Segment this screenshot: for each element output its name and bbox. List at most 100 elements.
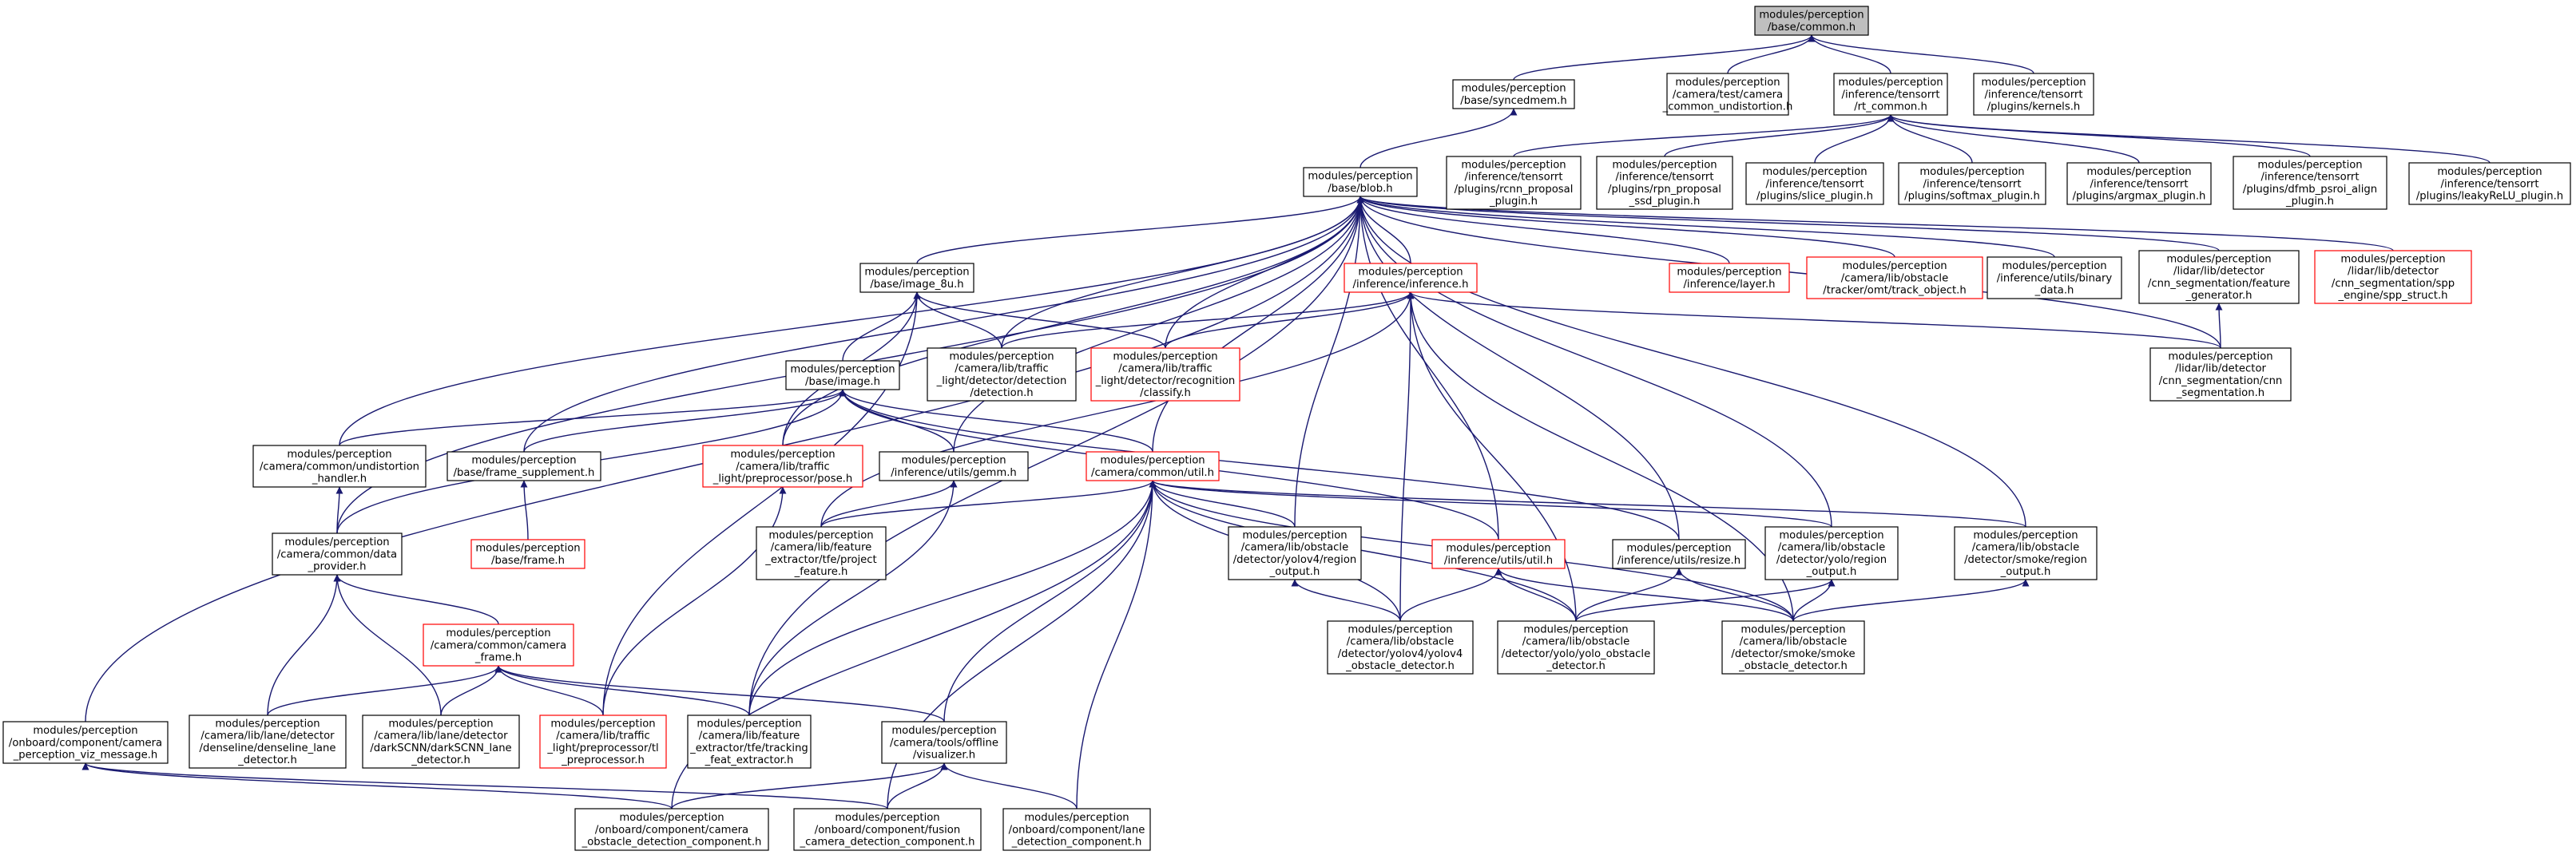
node-tfe_tracking[interactable]: modules/perception/camera/lib/feature_ex… — [687, 715, 812, 769]
node-box — [1666, 73, 1789, 116]
node-label-line: /detector/yolo/region — [1776, 554, 1887, 566]
node-tl_classify[interactable]: modules/perception/camera/lib/traffic_li… — [1090, 347, 1240, 402]
node-inference_h[interactable]: modules/perception/inference/inference.h — [1344, 263, 1478, 293]
node-label-line: _obstacle_detection_component.h — [581, 836, 762, 848]
node-label-line: /camera/lib/obstacle — [1740, 636, 1847, 648]
node-label-line: _feature.h — [794, 566, 848, 578]
node-utils_gemm[interactable]: modules/perception/inference/utils/gemm.… — [879, 451, 1029, 481]
edge-utils_binary-to-base_blob — [1356, 196, 2055, 258]
node-smoke_region[interactable]: modules/perception/camera/lib/obstacle/d… — [1954, 526, 2098, 580]
node-label-line: modules/perception — [1626, 543, 1731, 555]
edge-argmax_plugin-to-rt_common — [1887, 114, 2140, 164]
node-tl_pose[interactable]: modules/perception/camera/lib/traffic_li… — [702, 445, 863, 488]
node-box — [927, 347, 1077, 402]
node-smoke_detector[interactable]: modules/perception/camera/lib/obstacle/d… — [1721, 620, 1865, 675]
node-argmax_plugin[interactable]: modules/perception/inference/tensorrt/pl… — [2066, 162, 2212, 205]
edge-rt_common-to-base_common — [1808, 34, 1891, 74]
node-yolov4_detector[interactable]: modules/perception/camera/lib/obstacle/d… — [1327, 620, 1474, 675]
node-base_blob[interactable]: modules/perception/base/blob.h — [1303, 167, 1418, 197]
node-yolov4_region[interactable]: modules/perception/camera/lib/obstacle/d… — [1228, 526, 1362, 580]
node-slice_plugin[interactable]: modules/perception/inference/tensorrt/pl… — [1745, 162, 1884, 205]
node-box — [1596, 156, 1733, 210]
node-label-line: /visualizer.h — [913, 749, 975, 761]
edge-yolo_region-to-base_blob — [1356, 196, 1832, 528]
node-tfe_project[interactable]: modules/perception/camera/lib/feature_ex… — [756, 526, 887, 580]
node-inference_layer[interactable]: modules/perception/inference/layer.h — [1669, 263, 1790, 293]
node-spp_struct[interactable]: modules/perception/lidar/lib/detector/cn… — [2314, 250, 2472, 304]
node-camera_test_undist[interactable]: modules/perception/camera/test/camera_co… — [1662, 73, 1793, 116]
node-utils_resize[interactable]: modules/perception/inference/utils/resiz… — [1612, 539, 1746, 569]
node-darkscnn[interactable]: modules/perception/camera/lib/lane/detec… — [362, 715, 520, 769]
node-omt_track_object[interactable]: modules/perception/camera/lib/obstacle/t… — [1806, 256, 1983, 299]
edge-yolov4_region-to-base_blob — [1294, 196, 1364, 528]
node-tl_detection[interactable]: modules/perception/camera/lib/traffic_li… — [927, 347, 1077, 402]
node-softmax_plugin[interactable]: modules/perception/inference/tensorrt/pl… — [1898, 162, 2046, 205]
node-leakyrelu_plugin[interactable]: modules/perception/inference/tensorrt/pl… — [2408, 162, 2571, 205]
node-utils_binary[interactable]: modules/perception/inference/utils/binar… — [1987, 256, 2122, 299]
node-label-line: modules/perception — [550, 718, 655, 730]
node-cnnseg_feature[interactable]: modules/perception/lidar/lib/detector/cn… — [2138, 250, 2300, 304]
node-box — [1987, 256, 2122, 299]
node-label-line: modules/perception — [1612, 159, 1717, 171]
node-label-line: _generator.h — [2185, 290, 2252, 302]
node-denseline[interactable]: modules/perception/camera/lib/lane/detec… — [189, 715, 347, 769]
node-label-line: modules/perception — [33, 725, 137, 737]
edge-undist_handler-to-base_image — [339, 389, 847, 446]
node-label-line: _detector.h — [1546, 660, 1606, 672]
node-base_common[interactable]: modules/perception/base/common.h — [1754, 6, 1869, 36]
edge-camera_frame-to-data_provider — [333, 574, 499, 625]
node-utils_util[interactable]: modules/perception/inference/utils/util.… — [1431, 539, 1566, 569]
node-label-line: /onboard/component/camera — [9, 737, 162, 749]
node-offline_visualizer[interactable]: modules/perception/camera/tools/offline/… — [881, 721, 1007, 764]
node-label-line: modules/perception — [835, 812, 939, 824]
node-label-line: modules/perception — [1762, 166, 1867, 178]
node-lane_component[interactable]: modules/perception/onboard/component/lan… — [1002, 808, 1151, 851]
node-label-line: modules/perception — [1523, 623, 1628, 635]
node-base_image[interactable]: modules/perception/base/image.h — [785, 360, 900, 390]
edge-camera_test_undist-to-base_common — [1727, 34, 1816, 74]
node-label-line: /plugins/argmax_plugin.h — [2073, 190, 2206, 202]
edge-tl_detection-to-inference_h — [1001, 291, 1415, 349]
node-base_image8u[interactable]: modules/perception/base/image_8u.h — [859, 263, 974, 293]
node-yolo_region[interactable]: modules/perception/camera/lib/obstacle/d… — [1764, 526, 1899, 580]
edge-layer — [81, 34, 2491, 810]
edge-tl_detection-to-base_image8u — [913, 291, 1002, 349]
node-label-line: modules/perception — [471, 455, 576, 467]
node-label-line: /camera/lib/obstacle — [1778, 542, 1885, 554]
node-viz_message[interactable]: modules/perception/onboard/component/cam… — [2, 721, 169, 764]
node-label-line: /camera/tools/offline — [890, 737, 998, 749]
node-rpn_proposal[interactable]: modules/perception/inference/tensorrt/pl… — [1596, 156, 1733, 210]
node-frame_supplement[interactable]: modules/perception/base/frame_supplement… — [447, 451, 601, 481]
node-data_provider[interactable]: modules/perception/camera/common/data_pr… — [272, 532, 403, 576]
node-camera_obstacle_component[interactable]: modules/perception/onboard/component/cam… — [574, 808, 769, 851]
node-base_frame[interactable]: modules/perception/base/frame.h — [470, 539, 585, 569]
node-rt_common[interactable]: modules/perception/inference/tensorrt/rt… — [1833, 73, 1948, 116]
node-yolo_detector[interactable]: modules/perception/camera/lib/obstacle/d… — [1497, 620, 1655, 675]
node-tl_preprocessor[interactable]: modules/perception/camera/lib/traffic_li… — [539, 715, 667, 769]
edge-camera_obstacle_component-to-viz_message — [81, 762, 673, 810]
node-fusion_camera_component[interactable]: modules/perception/onboard/component/fus… — [793, 808, 982, 851]
node-common_util[interactable]: modules/perception/camera/common/util.h — [1086, 451, 1220, 481]
node-box — [362, 715, 520, 769]
node-label-line: modules/perception — [864, 267, 969, 279]
node-box — [2, 721, 169, 764]
node-label-line: modules/perception — [1308, 171, 1412, 183]
node-plugins_kernels[interactable]: modules/perception/inference/tensorrt/pl… — [1973, 73, 2094, 116]
edge-tl_pose-to-base_blob — [782, 196, 1364, 446]
node-base_syncedmem[interactable]: modules/perception/base/syncedmem.h — [1452, 79, 1575, 109]
edge-yolov4_detector-to-yolov4_region — [1291, 579, 1401, 622]
node-cnn_segmentation[interactable]: modules/perception/lidar/lib/detector/cn… — [2149, 347, 2292, 402]
node-label-line: _extractor/tfe/tracking — [689, 742, 808, 754]
edge-rpn_proposal-to-rt_common — [1664, 114, 1895, 157]
node-label-line: /lidar/lib/detector — [2348, 266, 2439, 278]
edge-tl_classify-to-inference_h — [1165, 291, 1415, 349]
edge-denseline-to-camera_frame — [267, 665, 502, 716]
node-camera_frame[interactable]: modules/perception/camera/common/camera_… — [423, 623, 574, 667]
node-rcnn_proposal[interactable]: modules/perception/inference/tensorrt/pl… — [1446, 156, 1582, 210]
node-dfmb_plugin[interactable]: modules/perception/inference/tensorrt/pl… — [2233, 156, 2387, 210]
node-undist_handler[interactable]: modules/perception/camera/common/undisto… — [252, 445, 427, 488]
node-label-line: /denseline/denseline_lane — [200, 742, 336, 754]
node-label-line: /camera/test/camera — [1673, 89, 1783, 101]
edge-yolov4_detector-to-utils_util — [1399, 568, 1502, 622]
node-label-line: /plugins/leakyReLU_plugin.h — [2416, 190, 2563, 202]
